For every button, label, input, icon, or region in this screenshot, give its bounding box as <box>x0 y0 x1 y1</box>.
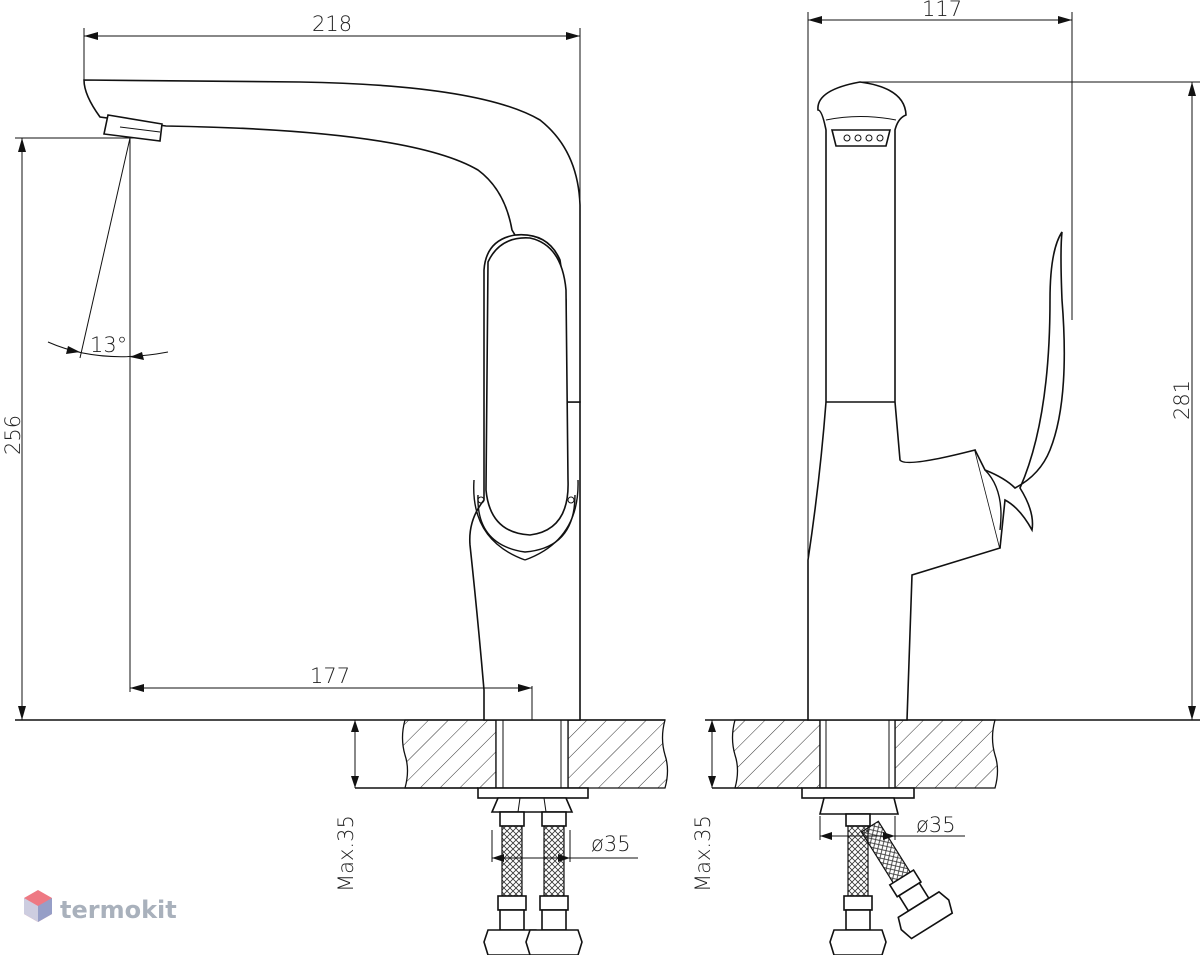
mount-washer-side <box>801 787 915 799</box>
angle-label: 13° <box>90 333 127 357</box>
side-view: ø35 Max.35 117 281 <box>691 0 1200 955</box>
logo-text: termokit <box>60 896 177 924</box>
countertop-side-right-hatch <box>894 719 999 789</box>
mount-nut <box>490 797 574 813</box>
mount-stud-side <box>819 719 896 789</box>
lever-side <box>974 231 1066 549</box>
cube-icon <box>24 890 52 922</box>
spout-front <box>83 79 581 403</box>
aerator-front <box>103 114 163 142</box>
hole-diameter-right: ø35 <box>916 813 956 837</box>
max-thickness-left: Max.35 <box>334 815 358 892</box>
faucet-body-side <box>807 81 1001 721</box>
width-side-label: 117 <box>922 0 962 21</box>
countertop-left-hatch <box>401 719 497 789</box>
width-front-label: 218 <box>312 12 352 36</box>
front-view: ø35 Max.35 218 256 <box>1 12 669 955</box>
hose-right <box>525 811 583 955</box>
max-thickness-right: Max.35 <box>691 815 715 892</box>
reach-label: 177 <box>310 664 350 688</box>
lever-front <box>485 237 569 536</box>
angle-arc <box>47 341 169 358</box>
countertop-right-hatch <box>567 719 669 789</box>
hose-left <box>483 811 541 955</box>
mount-stud <box>495 719 569 789</box>
countertop-side-left-hatch <box>731 719 821 789</box>
hose-side-straight <box>829 813 887 955</box>
hose-side-angled <box>860 820 954 940</box>
mount-washer <box>477 787 589 799</box>
angle-line <box>79 137 131 359</box>
hole-diameter-left: ø35 <box>591 832 631 856</box>
termokit-logo: termokit <box>24 890 177 924</box>
spout-height-label: 256 <box>1 415 25 455</box>
mount-nut-side <box>818 797 900 815</box>
total-height-label: 281 <box>1170 380 1194 420</box>
